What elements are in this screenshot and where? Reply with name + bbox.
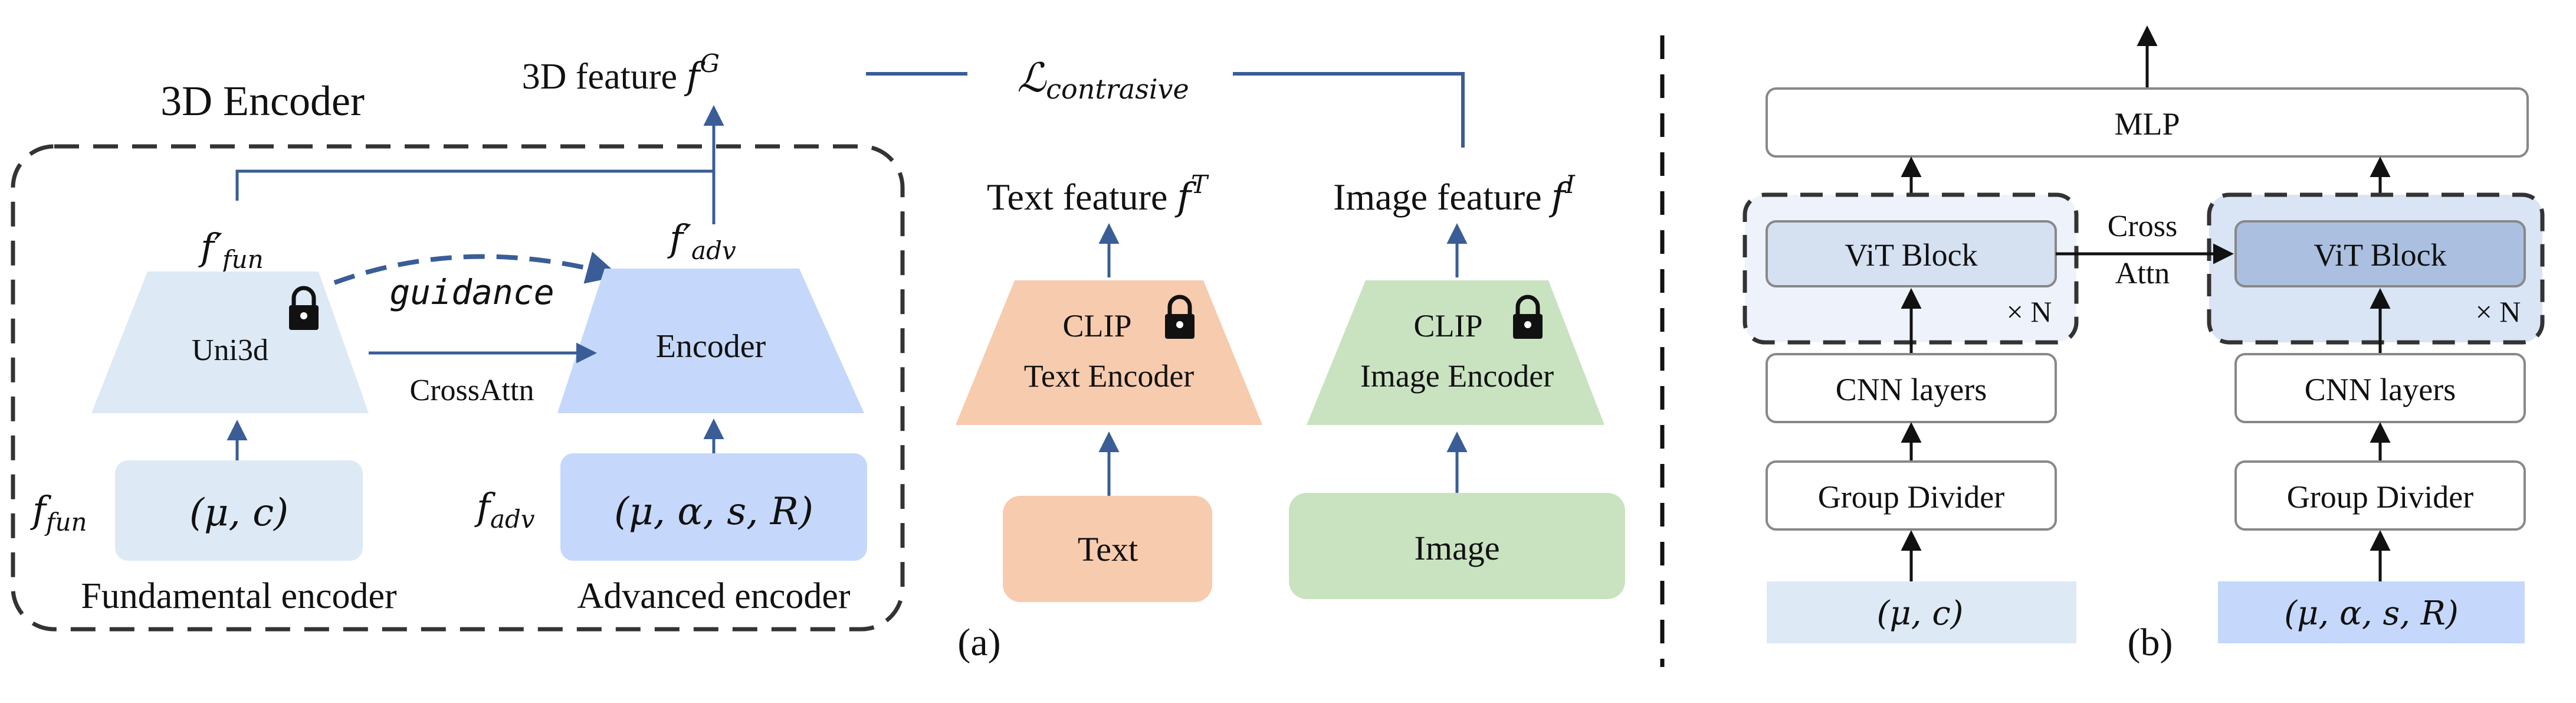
encoder-label: Encoder — [656, 328, 766, 365]
group-divider-left-label: Group Divider — [1818, 479, 2004, 515]
input-right-label: (μ, α, s, R) — [2284, 594, 2459, 633]
panel-b: MLP ViT Block × N ViT Block × N Cross At… — [1743, 25, 2545, 664]
f-adv-prime-label: f′adv — [667, 217, 736, 265]
text-input-box — [1003, 496, 1212, 602]
cross-attn-label-2: Attn — [2115, 257, 2170, 290]
group-divider-left — [1766, 460, 2057, 531]
3d-encoder-dashed-box — [11, 144, 905, 632]
crossattn-label: CrossAttn — [410, 374, 534, 407]
mlp-box — [1766, 87, 2529, 158]
f-fun-label: ffun — [30, 488, 87, 537]
loss-line-right — [1233, 72, 1465, 148]
input-left-box — [1767, 581, 2076, 643]
guidance-label: guidance — [389, 272, 554, 312]
text-feature-label: Text feature fT — [987, 170, 1209, 219]
cnn-layers-right-label: CNN layers — [2305, 372, 2456, 407]
mlp-label: MLP — [2114, 106, 2180, 142]
clip-image-encoder-shape — [1307, 280, 1604, 425]
input-right-box — [2218, 581, 2525, 643]
clip-text-encoder-shape — [956, 280, 1262, 425]
caption-b: (b) — [2128, 621, 2173, 664]
advanced-input-label: (μ, α, s, R) — [614, 490, 813, 534]
image-input-box — [1289, 493, 1625, 599]
fundamental-input-box — [115, 460, 363, 561]
clip-text-label-1: CLIP — [1062, 308, 1131, 344]
panel-a: 3D Encoder 3D feature fG ℒcontrasive f′f… — [11, 49, 1625, 664]
vit-block-right — [2234, 220, 2526, 287]
vit-block-right-label: ViT Block — [2314, 237, 2446, 273]
advanced-encoder-shape — [557, 269, 864, 413]
merge-line-fun — [235, 169, 714, 201]
image-input-label: Image — [1415, 529, 1500, 567]
f-adv-label: fadv — [474, 485, 535, 534]
uni3d-label: Uni3d — [192, 333, 268, 367]
caption-a: (a) — [957, 621, 1000, 664]
contrastive-loss-label: ℒcontrasive — [1017, 55, 1189, 105]
times-n-left: × N — [2007, 295, 2052, 328]
input-left-label: (μ, c) — [1876, 594, 1963, 633]
fundamental-encoder-label: Fundamental encoder — [81, 576, 397, 616]
vit-block-left-label: ViT Block — [1845, 237, 1977, 273]
clip-text-label-2: Text Encoder — [1024, 358, 1195, 394]
fundamental-input-label: (μ, c) — [189, 491, 288, 535]
guidance-curve-arrow — [303, 251, 620, 297]
clip-image-label-2: Image Encoder — [1360, 358, 1554, 394]
image-feature-label: Image feature fI — [1333, 170, 1576, 219]
cross-attn-label-1: Cross — [2108, 210, 2177, 243]
times-n-right: × N — [2476, 295, 2521, 328]
clip-image-label-1: CLIP — [1413, 308, 1482, 344]
3d-encoder-title: 3D Encoder — [160, 77, 365, 125]
feature-3d-label: 3D feature fG — [522, 49, 720, 97]
advanced-input-box — [560, 453, 867, 561]
f-fun-prime-label: f′fun — [198, 225, 264, 274]
group-divider-right — [2234, 460, 2526, 531]
group-divider-right-label: Group Divider — [2287, 479, 2473, 515]
advanced-encoder-label: Advanced encoder — [577, 576, 850, 616]
text-input-label: Text — [1078, 530, 1138, 568]
cnn-layers-left-label: CNN layers — [1836, 372, 1987, 407]
